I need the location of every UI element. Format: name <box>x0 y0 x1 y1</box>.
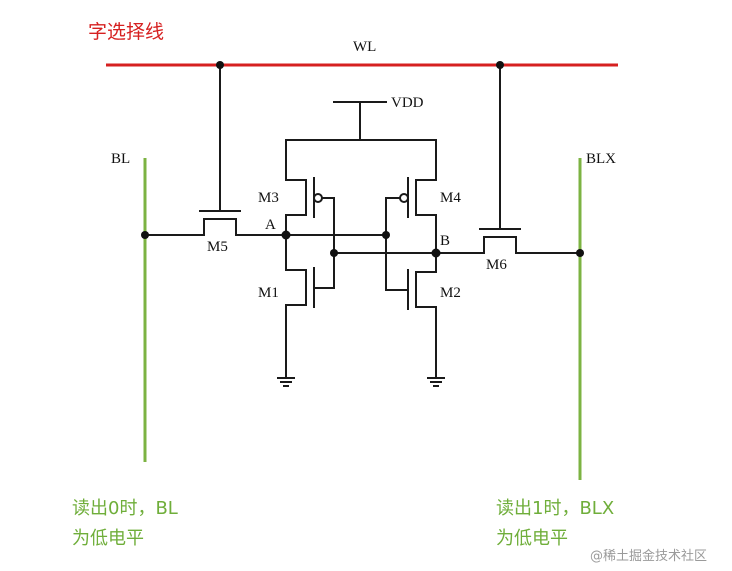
transistor-m2 <box>385 252 437 379</box>
bl-label: BL <box>111 151 130 167</box>
node-b-label: B <box>440 233 450 249</box>
transistor-m4 <box>385 139 437 254</box>
note-right-line1: 读出1时，BLX <box>496 498 614 519</box>
node-a-label: A <box>265 217 276 233</box>
ground-right <box>427 377 445 387</box>
note-right-line2: 为低电平 <box>496 528 568 549</box>
m3-label: M3 <box>258 190 279 206</box>
transistor-m3 <box>285 139 335 236</box>
wl-label: WL <box>353 39 376 55</box>
transistor-m5 <box>144 64 287 236</box>
transistor-m1 <box>285 234 335 379</box>
m5-label: M5 <box>207 239 228 255</box>
diagram-title: 字选择线 <box>88 21 164 43</box>
vdd-supply <box>285 101 437 141</box>
vdd-label: VDD <box>391 95 424 111</box>
m4-label: M4 <box>440 190 461 206</box>
blx-label: BLX <box>586 151 616 167</box>
m6-label: M6 <box>486 257 507 273</box>
junction-dots <box>141 61 584 258</box>
m1-label: M1 <box>258 285 279 301</box>
m2-label: M2 <box>440 285 461 301</box>
note-left-line2: 为低电平 <box>72 528 144 549</box>
watermark: @稀土掘金技术社区 <box>590 548 707 564</box>
transistor-m6 <box>435 64 581 254</box>
ground-left <box>277 377 295 387</box>
note-left-line1: 读出0时，BL <box>72 498 178 519</box>
